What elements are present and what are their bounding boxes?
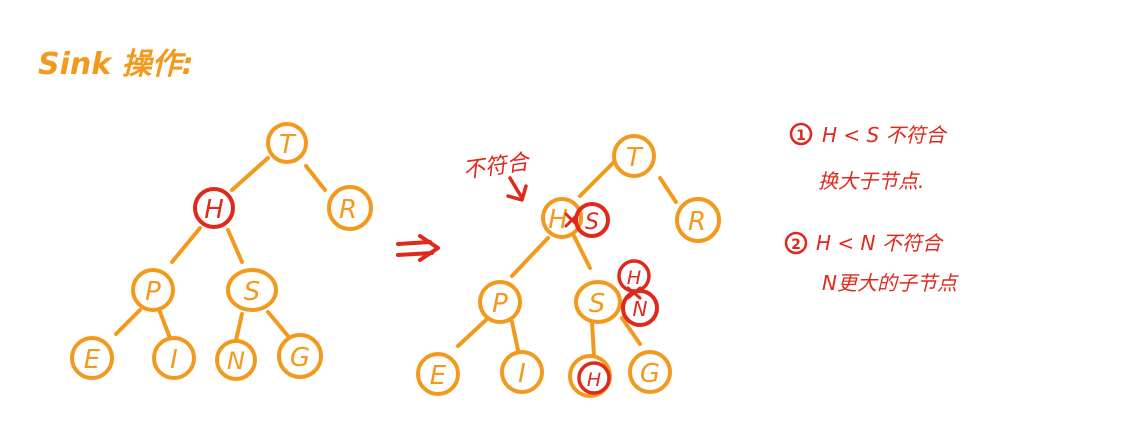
swap-node-highlighted: H bbox=[617, 259, 651, 293]
tree-node: P bbox=[478, 280, 522, 324]
tree-after-nodes: T H S R P S H N bbox=[416, 134, 721, 398]
transform-arrow bbox=[396, 234, 440, 262]
tree-node: T bbox=[266, 122, 308, 164]
tree-node: G bbox=[277, 333, 323, 379]
note-number: 2 bbox=[791, 237, 801, 253]
node-label: H bbox=[548, 205, 568, 235]
note-1: 1 H < S 不符合 换大于节点. bbox=[789, 122, 948, 193]
tree-node: P bbox=[131, 268, 175, 312]
swap-cross bbox=[564, 212, 580, 228]
edge-t-h bbox=[578, 160, 616, 198]
node-label: R bbox=[688, 207, 706, 237]
node-label: G bbox=[290, 343, 310, 373]
node-label: S bbox=[589, 289, 606, 319]
tree-node: N bbox=[215, 339, 257, 381]
tree-node: E bbox=[416, 352, 460, 396]
tree-before bbox=[114, 156, 327, 342]
node-label: T bbox=[279, 130, 297, 160]
node-label: S bbox=[244, 277, 261, 307]
edge-h-s bbox=[226, 228, 244, 264]
tree-node: S bbox=[574, 280, 622, 324]
note-number: 1 bbox=[796, 128, 806, 144]
node-label: I bbox=[518, 359, 526, 389]
tree-node: R bbox=[327, 185, 373, 231]
tree-node: E bbox=[70, 336, 114, 380]
edge-h-p bbox=[510, 236, 550, 278]
node-label: P bbox=[145, 277, 161, 307]
tree-node: I bbox=[152, 336, 196, 380]
not-satisfied-label: 不符合 bbox=[461, 150, 533, 184]
swap-node-highlighted: S bbox=[574, 202, 610, 238]
edge-s-g bbox=[266, 310, 290, 338]
node-label: E bbox=[430, 361, 447, 391]
note-line-2: 换大于节点. bbox=[818, 169, 924, 193]
swap-cross bbox=[626, 286, 642, 300]
edge-t-r bbox=[304, 164, 327, 192]
edge-p-i bbox=[158, 310, 172, 340]
edge-t-r bbox=[658, 176, 678, 204]
edge-h-s bbox=[572, 234, 592, 270]
tree-node: R bbox=[675, 197, 721, 243]
node-label: E bbox=[84, 345, 101, 375]
node-label: H bbox=[204, 195, 224, 225]
number-marker-icon bbox=[789, 122, 813, 146]
swap-node-highlighted: N bbox=[621, 289, 659, 327]
pointer-arrow bbox=[506, 176, 528, 202]
node-label: P bbox=[492, 289, 508, 319]
edge-h-p bbox=[170, 226, 202, 264]
node-label: H bbox=[627, 267, 641, 289]
tree-node: G bbox=[628, 350, 672, 394]
node-label: I bbox=[170, 345, 178, 375]
edge-t-h bbox=[230, 156, 270, 192]
note-line-1: H < S 不符合 bbox=[822, 123, 948, 147]
tree-node: I bbox=[500, 350, 544, 394]
edge-s-h bbox=[590, 320, 596, 358]
tree-node-highlighted: H bbox=[193, 187, 235, 229]
tree-before-nodes: T H R P S E I N bbox=[70, 122, 373, 381]
edge-s-g bbox=[620, 316, 642, 346]
page-title: Sink 操作: bbox=[38, 47, 194, 82]
edge-s-n bbox=[234, 312, 244, 342]
edge-p-e bbox=[456, 318, 488, 348]
tree-node: T bbox=[612, 134, 656, 178]
node-label: N bbox=[633, 297, 648, 321]
number-marker-icon bbox=[784, 231, 808, 255]
node-label: T bbox=[626, 143, 644, 173]
note-line-1: H < N 不符合 bbox=[816, 231, 944, 255]
node-label: N bbox=[227, 347, 245, 375]
note-2: 2 H < N 不符合 N更大的子节点 bbox=[784, 231, 959, 295]
note-line-2: N更大的子节点 bbox=[822, 271, 959, 295]
tree-node: H bbox=[541, 197, 583, 239]
node-label: G bbox=[640, 359, 660, 389]
node-label: S bbox=[585, 210, 599, 235]
node-label: R bbox=[339, 195, 357, 225]
edge-p-i bbox=[510, 320, 520, 352]
tree-node-replaced: H bbox=[568, 354, 612, 398]
tree-after bbox=[456, 160, 678, 358]
edge-p-e bbox=[114, 308, 142, 336]
node-label: H bbox=[587, 369, 601, 391]
tree-node: S bbox=[226, 268, 278, 312]
